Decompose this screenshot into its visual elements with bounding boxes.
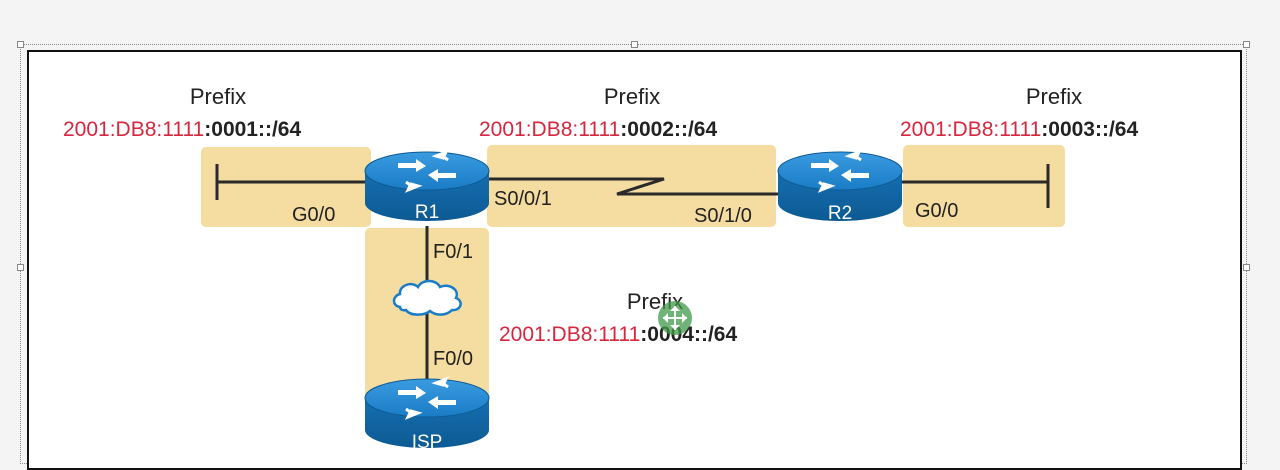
interface-label-r1-g00: G0/0 [292, 204, 335, 226]
interface-label-isp-f00: F0/0 [433, 348, 473, 370]
serial-link [486, 177, 778, 196]
router-icon [364, 149, 490, 221]
subnet-band-lan3 [903, 145, 1065, 227]
cloud-icon [392, 279, 462, 316]
router-icon [777, 149, 903, 221]
router-name-isp: ISP [412, 432, 443, 453]
router-isp[interactable]: ISP [364, 376, 490, 453]
prefix-heading-wan: Prefix [604, 84, 660, 109]
resize-handle-middle-left[interactable] [17, 264, 24, 271]
prefix-wan: 2001:DB8:1111:0002::/64 [479, 118, 717, 141]
router-name-r2: R2 [828, 203, 852, 224]
prefix-heading-lan1: Prefix [190, 84, 246, 109]
resize-handle-middle-right[interactable] [1243, 264, 1250, 271]
subnet-band-lan1 [201, 147, 371, 227]
prefix-lan1: 2001:DB8:1111:0001::/64 [63, 118, 301, 141]
subnet-band-wan [487, 145, 776, 227]
move-cursor-icon [658, 301, 692, 335]
prefix-lan3: 2001:DB8:1111:0003::/64 [900, 118, 1138, 141]
interface-label-r1-f01: F0/1 [433, 241, 473, 263]
prefix-isp: 2001:DB8:1111:0004::/64 [499, 323, 737, 346]
resize-handle-top-center[interactable] [631, 41, 638, 48]
resize-handle-top-left[interactable] [17, 41, 24, 48]
router-name-r1: R1 [415, 202, 439, 223]
router-r1[interactable]: R1 [364, 149, 490, 223]
resize-handle-top-right[interactable] [1243, 41, 1250, 48]
interface-label-r2-g00: G0/0 [915, 200, 958, 222]
network-diagram[interactable]: R1 R2 ISP G0/0 S0/0/1 S0/1/0 G0/0 F0/1 F… [0, 0, 1280, 458]
router-r2[interactable]: R2 [777, 149, 903, 224]
prefix-heading-lan3: Prefix [1026, 84, 1082, 109]
interface-label-r2-s010: S0/1/0 [694, 205, 752, 227]
interface-label-r1-s001: S0/0/1 [494, 188, 552, 210]
router-icon [364, 376, 490, 448]
